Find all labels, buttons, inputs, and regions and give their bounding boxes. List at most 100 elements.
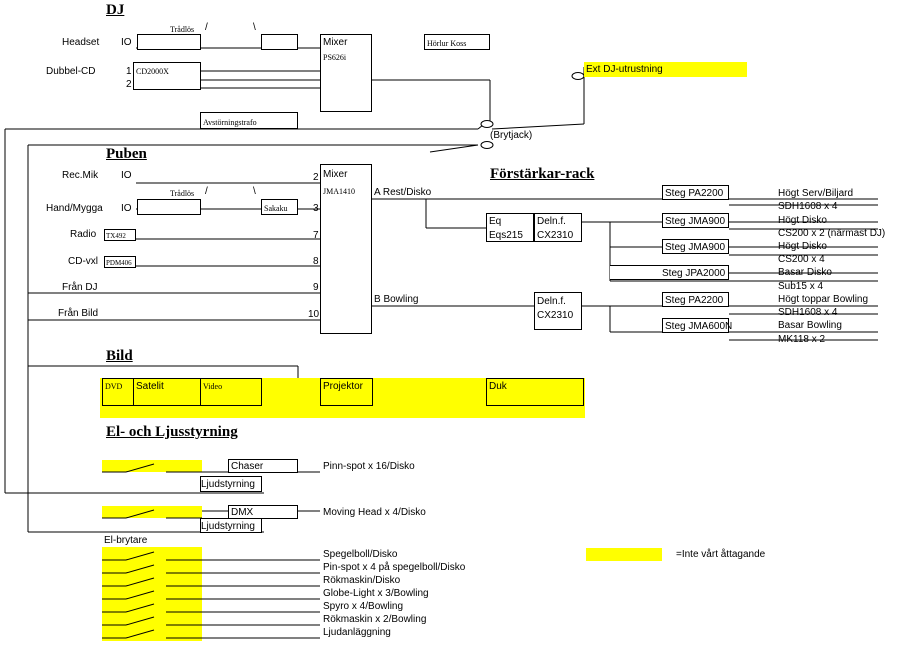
chaser-switch bbox=[102, 460, 202, 472]
speaker-label: Basar Disko bbox=[778, 267, 832, 278]
amp-box: Steg PA2200 bbox=[662, 292, 729, 307]
hand-tradlos-label: Trådlös bbox=[170, 189, 195, 198]
amp-box: Steg JMA900 bbox=[662, 213, 729, 228]
headset-backslash: \ bbox=[253, 22, 256, 33]
deln1-label: Deln.f. bbox=[537, 216, 566, 227]
amp-label: Steg PA2200 bbox=[665, 188, 724, 199]
ljudstyrning2-label: Ljudstyrning bbox=[201, 521, 255, 532]
headset-label: Headset bbox=[62, 37, 100, 48]
amp-label: Steg JMA600N bbox=[665, 321, 733, 332]
speaker-label: Högt Disko bbox=[778, 241, 827, 252]
deln1-model: CX2310 bbox=[537, 230, 574, 241]
legend-label: =Inte vårt åttagande bbox=[676, 549, 766, 560]
amp-label: Steg JPA2000 bbox=[662, 268, 726, 279]
fran-dj-label: Från DJ bbox=[62, 282, 98, 293]
chaser-label: Chaser bbox=[231, 461, 264, 472]
dmx-label: DMX bbox=[231, 507, 254, 518]
recmik-label: Rec.Mik bbox=[62, 170, 99, 181]
cd-ch1-label: 1 bbox=[126, 66, 132, 77]
horlur-box: Hörlur Koss bbox=[424, 34, 490, 50]
chaser-box: Chaser bbox=[228, 459, 298, 473]
brytjack-label: (Brytjack) bbox=[490, 130, 533, 141]
ch7-label: 7 bbox=[313, 230, 319, 241]
speaker-label: Basar Bowling bbox=[778, 320, 842, 331]
hand-backslash: \ bbox=[253, 186, 256, 197]
ch9-label: 9 bbox=[313, 282, 319, 293]
projektor-box: Projektor bbox=[320, 378, 373, 406]
handmygga-io-label: IO bbox=[121, 203, 132, 214]
pub-mixer-label: Mixer bbox=[323, 169, 348, 180]
el-item-label: Pin-spot x 4 på spegelboll/Disko bbox=[323, 562, 466, 573]
headset-tradlos-label: Trådlös bbox=[170, 25, 195, 34]
ljudstyrning1-box: Ljudstyrning bbox=[200, 476, 262, 492]
horlur-label: Hörlur Koss bbox=[427, 39, 467, 48]
amp-box: Steg PA2200 bbox=[662, 185, 729, 200]
ch10-label: 10 bbox=[308, 309, 320, 320]
radio-model-label: TX492 bbox=[106, 232, 126, 240]
amp-box: Steg JMA900 bbox=[662, 239, 729, 254]
deln2-label: Deln.f. bbox=[537, 296, 566, 307]
deln2-box: Deln.f. CX2310 bbox=[534, 292, 582, 330]
headset-slash: / bbox=[205, 22, 208, 33]
radio-box: TX492 bbox=[104, 229, 136, 241]
eq-model: Eqs215 bbox=[489, 230, 523, 241]
b-bowling-label: B Bowling bbox=[374, 294, 419, 305]
ch8-label: 8 bbox=[313, 256, 319, 267]
eq-label: Eq bbox=[489, 216, 502, 227]
pinnspot-label: Pinn-spot x 16/Disko bbox=[323, 461, 415, 472]
moving-head-label: Moving Head x 4/Disko bbox=[323, 507, 426, 518]
cd-ch2-label: 2 bbox=[126, 79, 132, 90]
hand-tradlos-box bbox=[137, 199, 201, 215]
speaker-label: MK118 x 2 bbox=[778, 334, 826, 345]
el-item-label: Rökmaskin/Disko bbox=[323, 575, 401, 586]
hand-slash: / bbox=[205, 186, 208, 197]
dj-mixer-label: Mixer bbox=[323, 37, 348, 48]
duk-label: Duk bbox=[489, 381, 507, 392]
ch2-label: 2 bbox=[313, 172, 319, 183]
forstarkar-heading: Förstärkar-rack bbox=[490, 166, 595, 182]
duk-box: Duk bbox=[486, 378, 584, 406]
headset-receiver-box bbox=[261, 34, 298, 50]
el-brytare-label: El-brytare bbox=[104, 535, 148, 546]
ljudstyrning1-label: Ljudstyrning bbox=[201, 479, 255, 490]
ch3-label: 3 bbox=[313, 203, 319, 214]
satelit-label: Satelit bbox=[136, 381, 164, 392]
avstorning-box: Avstörningstrafo bbox=[200, 112, 298, 129]
cdvxl-box: PDM406 bbox=[104, 256, 136, 268]
amp-box: Steg JPA2000 bbox=[610, 265, 729, 280]
handmygga-label: Hand/Mygga bbox=[46, 203, 103, 214]
el-item-label: Rökmaskin x 2/Bowling bbox=[323, 614, 427, 625]
puben-heading: Puben bbox=[106, 146, 147, 162]
el-item-label: Spyro x 4/Bowling bbox=[323, 601, 404, 612]
bild-heading: Bild bbox=[106, 348, 133, 364]
sakaku-box: Sakaku bbox=[261, 199, 298, 215]
a-rest-label: A Rest/Disko bbox=[374, 187, 432, 198]
cdvxl-model-label: PDM406 bbox=[106, 259, 132, 267]
video-box: Video bbox=[200, 378, 262, 406]
radio-label: Radio bbox=[70, 229, 97, 240]
ext-dj-box: Ext DJ-utrustning bbox=[584, 62, 747, 77]
speaker-label: SDH1608 x 4 bbox=[778, 307, 838, 318]
dmx-box: DMX bbox=[228, 505, 298, 519]
amp-label: Steg JMA900 bbox=[665, 216, 726, 227]
speaker-label: SDH1608 x 4 bbox=[778, 201, 838, 212]
speaker-label: Högt Serv/Biljard bbox=[778, 188, 854, 199]
el-item-label: Spegelboll/Disko bbox=[323, 549, 398, 560]
fran-bild-label: Från Bild bbox=[58, 308, 99, 319]
dj-mixer-model: PS626i bbox=[323, 53, 347, 62]
speaker-label: Sub15 x 4 bbox=[778, 281, 824, 292]
pub-mixer-box: Mixer JMA1410 bbox=[320, 164, 372, 334]
dvd-label: DVD bbox=[105, 382, 123, 391]
ext-dj-label: Ext DJ-utrustning bbox=[586, 64, 663, 75]
recmik-io-label: IO bbox=[121, 170, 132, 181]
eq-box: Eq Eqs215 bbox=[486, 213, 534, 242]
speaker-label: Högt toppar Bowling bbox=[778, 294, 869, 305]
legend-swatch bbox=[586, 548, 662, 561]
deln2-model: CX2310 bbox=[537, 310, 574, 321]
dj-mixer-box: Mixer PS626i bbox=[320, 34, 372, 112]
pub-mixer-model: JMA1410 bbox=[323, 187, 356, 196]
cdvxl-label: CD-vxl bbox=[68, 256, 98, 267]
